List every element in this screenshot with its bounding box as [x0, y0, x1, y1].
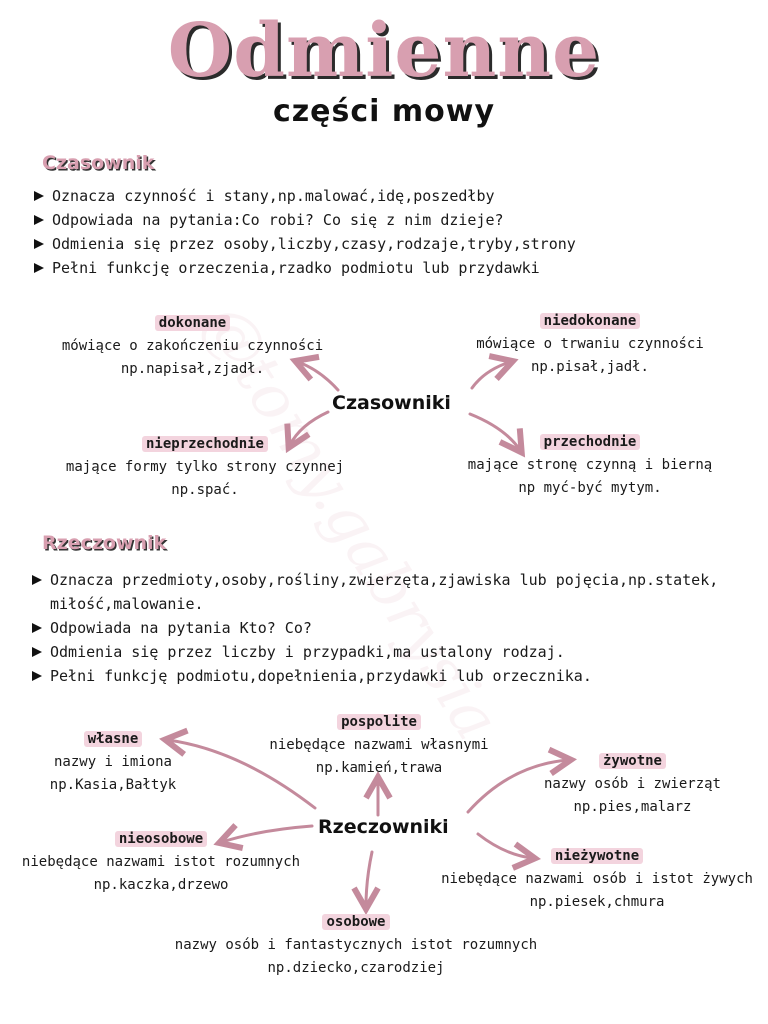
node-label: osobowe: [322, 914, 390, 930]
arrow-to-przechodnie: [468, 412, 520, 450]
node-example: np.piesek,chmura: [529, 894, 665, 910]
list-item: Odmienia się przez osoby,liczby,czasy,ro…: [32, 232, 752, 256]
czasowniki-center: Czasowniki: [332, 392, 451, 414]
node-example: np.pies,malarz: [573, 799, 692, 815]
node-desc: niebędące nazwami istot rozumnych: [21, 854, 301, 870]
node-example: np.kamień,trawa: [315, 760, 443, 776]
czasownik-heading: Czasownik: [42, 152, 155, 174]
arrow-to-zywotne: [466, 760, 568, 814]
node-desc: mające formy tylko strony czynnej: [65, 459, 345, 475]
node-label: dokonane: [154, 315, 231, 331]
node-desc: nazwy osób i zwierząt: [543, 776, 721, 792]
node-example: np.napisał,zjadł.: [120, 361, 265, 377]
page-subtitle: części mowy: [272, 94, 496, 129]
node-label: nieosobowe: [114, 831, 208, 847]
arrow-to-niedokonane: [470, 362, 510, 390]
rzeczownik-bullets: Oznacza przedmioty,osoby,rośliny,zwierzę…: [30, 568, 760, 688]
arrow-to-nieosobowe: [222, 826, 314, 842]
node-przechodnie: przechodnie mające stronę czynną i biern…: [440, 431, 740, 500]
node-desc: mówiące o zakończeniu czynności: [61, 338, 324, 354]
page-title: Odmienne: [167, 8, 601, 94]
list-item-text: Oznacza przedmioty,osoby,rośliny,zwierzę…: [50, 571, 719, 589]
node-pospolite: pospolite niebędące nazwami własnymi np.…: [248, 711, 510, 780]
arrow-to-nieprzechodnie: [290, 410, 330, 445]
node-example: np myć-być mytym.: [518, 480, 662, 496]
node-example: np.kaczka,drzewo: [93, 877, 229, 893]
arrow-to-wlasne: [168, 740, 317, 810]
node-desc: niebędące nazwami osób i istot żywych: [441, 871, 753, 887]
list-item: Oznacza przedmioty,osoby,rośliny,zwierzę…: [30, 568, 760, 616]
node-label: niedokonane: [539, 313, 641, 329]
list-item: Oznacza czynność i stany,np.malować,idę,…: [32, 184, 752, 208]
node-label: własne: [83, 731, 143, 747]
node-label: nieżywotne: [550, 848, 644, 864]
list-item: Odpowiada na pytania Kto? Co?: [30, 616, 760, 640]
node-zywotne: żywotne nazwy osób i zwierząt np.pies,ma…: [530, 750, 735, 819]
node-example: np.Kasia,Bałtyk: [49, 777, 177, 793]
node-label: pospolite: [337, 714, 421, 730]
node-osobowe: osobowe nazwy osób i fantastycznych isto…: [150, 911, 562, 980]
node-desc: nazwy osób i fantastycznych istot rozumn…: [174, 937, 538, 953]
list-item-cont: miłość,malowanie.: [50, 595, 204, 613]
list-item: Odmienia się przez liczby i przypadki,ma…: [30, 640, 760, 664]
node-example: np.spać.: [171, 482, 239, 498]
node-niedokonane: niedokonane mówiące o trwaniu czynności …: [440, 310, 740, 379]
rzeczowniki-center: Rzeczowniki: [318, 816, 449, 838]
arrow-to-osobowe: [366, 850, 372, 906]
node-label: nieprzechodnie: [141, 436, 268, 452]
node-desc: nazwy i imiona: [53, 754, 172, 770]
node-label: przechodnie: [539, 434, 641, 450]
list-item: Odpowiada na pytania:Co robi? Co się z n…: [32, 208, 752, 232]
czasownik-bullets: Oznacza czynność i stany,np.malować,idę,…: [32, 184, 752, 280]
node-label: żywotne: [598, 753, 666, 769]
node-niezywotne: nieżywotne niebędące nazwami osób i isto…: [428, 845, 766, 914]
list-item: Pełni funkcję podmiotu,dopełnienia,przyd…: [30, 664, 760, 688]
rzeczownik-heading: Rzeczownik: [42, 532, 167, 554]
arrow-to-dokonane: [298, 362, 340, 392]
node-desc: mówiące o trwaniu czynności: [476, 336, 704, 352]
node-nieosobowe: nieosobowe niebędące nazwami istot rozum…: [6, 828, 316, 897]
node-example: np.dziecko,czarodziej: [267, 960, 445, 976]
node-example: np.pisał,jadł.: [530, 359, 649, 375]
node-desc: mające stronę czynną i bierną: [467, 457, 713, 473]
node-desc: niebędące nazwami własnymi: [269, 737, 489, 753]
arrow-to-niezywotne: [476, 832, 532, 858]
node-wlasne: własne nazwy i imiona np.Kasia,Bałtyk: [28, 728, 198, 797]
list-item: Pełni funkcję orzeczenia,rzadko podmiotu…: [32, 256, 752, 280]
node-dokonane: dokonane mówiące o zakończeniu czynności…: [40, 312, 345, 381]
node-nieprzechodnie: nieprzechodnie mające formy tylko strony…: [40, 433, 370, 502]
